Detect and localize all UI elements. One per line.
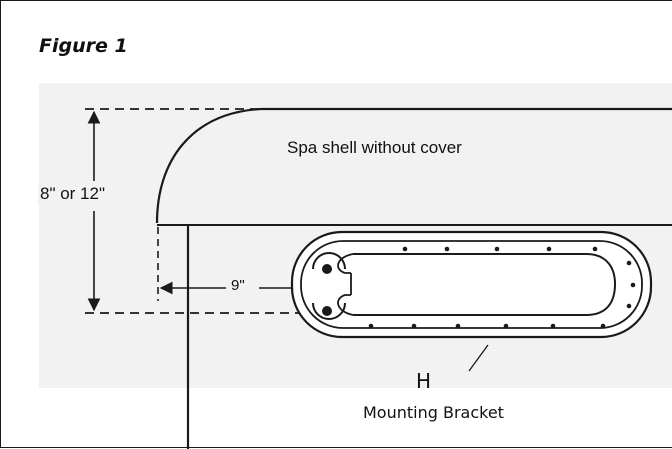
- part-letter-label: H: [416, 369, 432, 393]
- offset-dimension-label: 9": [229, 277, 247, 294]
- mounting-bracket: [290, 230, 653, 339]
- figure-title: Figure 1: [39, 35, 128, 57]
- mounting-bracket-label: Mounting Bracket: [363, 403, 504, 422]
- height-dimension-label: 8" or 12": [38, 184, 107, 204]
- part-leader-line: [468, 344, 489, 372]
- spa-shell-label: Spa shell without cover: [287, 138, 462, 157]
- spa-shell-outline: [155, 107, 672, 224]
